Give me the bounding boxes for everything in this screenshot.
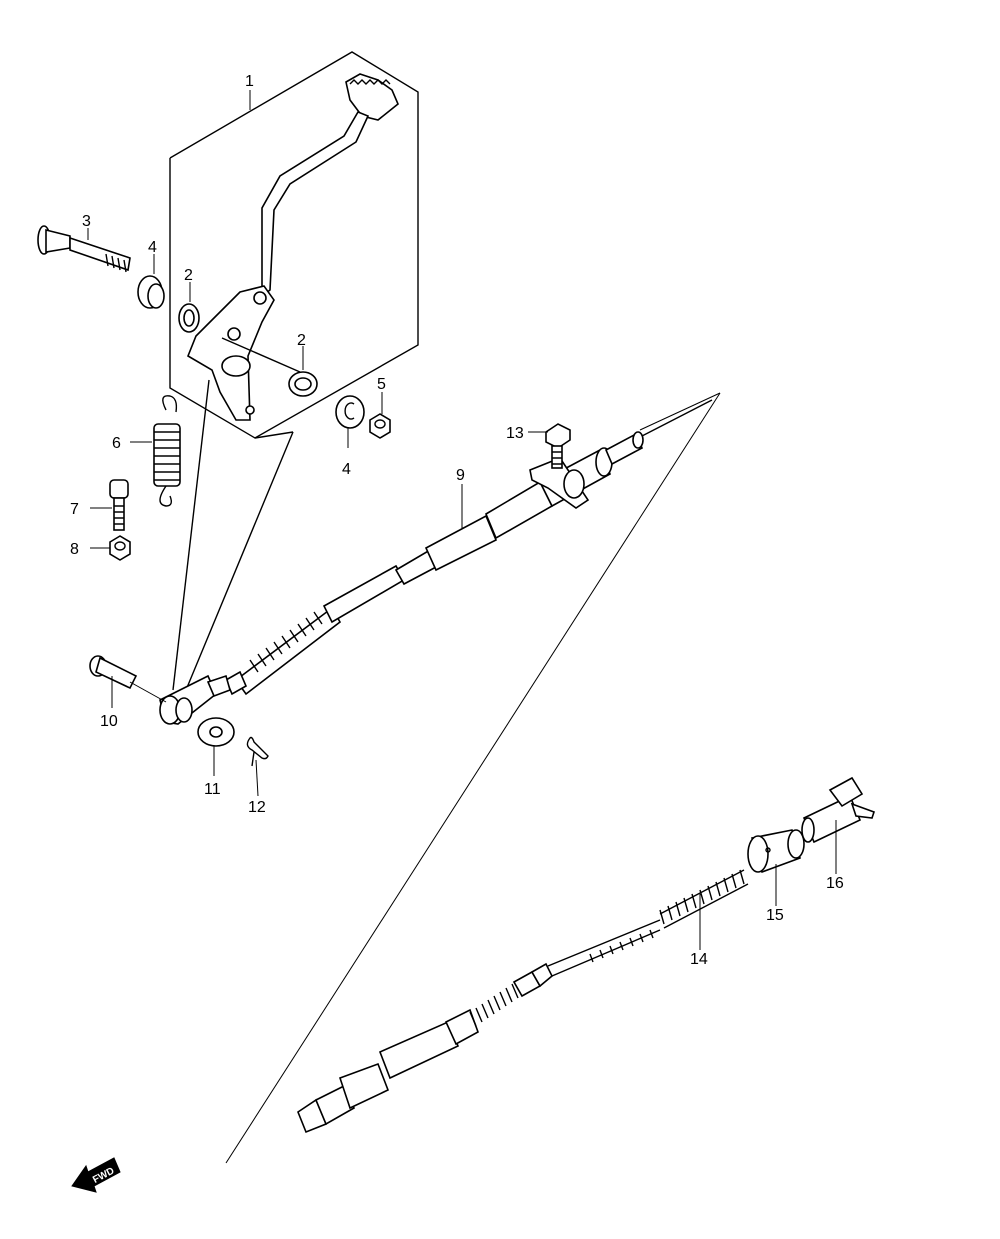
lower-cable [297, 869, 749, 1134]
leader-lines [87, 90, 837, 950]
callout-16: 16 [826, 875, 844, 892]
fitting-16 [801, 776, 876, 844]
callout-10: 10 [100, 713, 118, 730]
assembly-boundary [169, 51, 419, 691]
callout-7: 7 [70, 501, 79, 518]
adjuster-15 [747, 829, 805, 874]
callout-11: 11 [204, 781, 221, 798]
seal-left [178, 303, 200, 333]
washer-11 [197, 717, 235, 747]
callout-2-right: 2 [297, 332, 306, 349]
brake-pedal [187, 73, 399, 421]
callout-2-left: 2 [184, 267, 193, 284]
bolt-7 [109, 479, 129, 531]
callout-3: 3 [82, 213, 91, 230]
callout-5: 5 [377, 376, 386, 393]
callout-4-upper: 4 [148, 239, 157, 256]
pivot-bolt [37, 225, 131, 273]
clevis-pin [89, 655, 138, 690]
bolt-13 [545, 423, 571, 469]
fwd-arrow-icon: FWD [71, 1157, 121, 1193]
callout-1: 1 [245, 73, 254, 90]
nut-8 [109, 535, 131, 561]
callout-labels: 1 2 2 3 4 4 5 6 7 8 9 10 11 12 13 14 15 … [70, 73, 844, 968]
callout-9: 9 [456, 467, 465, 484]
callout-13: 13 [506, 425, 524, 442]
bushing-lower [335, 395, 365, 429]
callout-6: 6 [112, 435, 121, 452]
cable-clevis [159, 674, 231, 725]
callout-8: 8 [70, 541, 79, 558]
seal-right [288, 371, 318, 397]
nut-5 [369, 413, 391, 439]
bushing-upper [137, 275, 165, 309]
brake-cable [224, 399, 713, 696]
return-spring [153, 395, 181, 507]
callout-14: 14 [690, 951, 708, 968]
cable-boundary [225, 392, 721, 1164]
callout-4-lower: 4 [342, 461, 351, 478]
cotter-pin [246, 736, 269, 767]
callout-15: 15 [766, 907, 784, 924]
callout-12: 12 [248, 799, 266, 816]
